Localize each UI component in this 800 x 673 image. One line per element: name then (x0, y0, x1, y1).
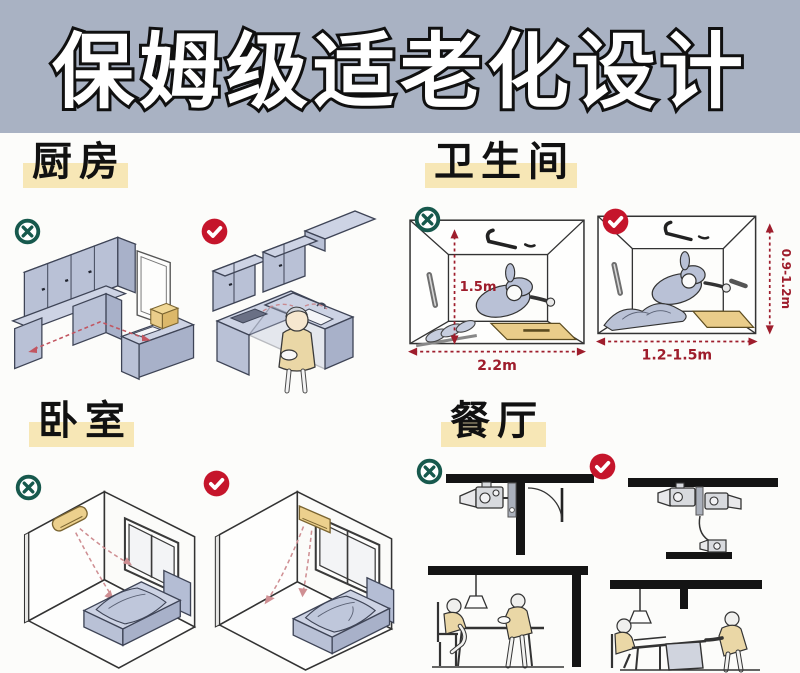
x-circle-icon (414, 206, 441, 233)
kitchen-wrong-illustration (10, 212, 205, 387)
check-circle-icon (203, 470, 230, 497)
upper-cabinets (211, 210, 377, 312)
short-path-arrows (262, 303, 328, 312)
dining-wrong-illustration (424, 456, 604, 673)
air-conditioner (298, 505, 331, 534)
seated-elder-figure (610, 618, 636, 669)
section-title-bedroom: 卧室 (29, 398, 134, 447)
section-label: 卫生间 (434, 139, 575, 185)
person-figure (278, 306, 316, 394)
check-circle-icon (201, 218, 228, 245)
bedroom-wrong-illustration (10, 465, 205, 670)
label-highlight (29, 422, 134, 447)
section-label: 厨房 (32, 139, 126, 185)
section-label: 卧室 (38, 398, 132, 444)
long-path-arrow (28, 321, 151, 353)
grab-bar-left (611, 261, 624, 296)
kitchen-right-illustration (205, 203, 400, 395)
upper-cabinets (22, 236, 137, 322)
window (314, 514, 381, 600)
section-title-dining: 餐厅 (441, 398, 546, 447)
person-reaching-figure (651, 251, 748, 305)
height-measure-arrow (450, 229, 459, 345)
towel-bar (485, 228, 536, 250)
label-highlight (441, 422, 546, 447)
perspective-table (631, 636, 707, 671)
width-measure-arrow (408, 347, 586, 356)
poster-title: 保姆级适老化设计 (49, 22, 748, 123)
section-title-kitchen: 厨房 (23, 139, 128, 188)
dining-side-view (428, 566, 588, 669)
grab-bar-left (426, 272, 439, 308)
bathroom-right-illustration: 0.9-1.2m 1.2-1.5m (596, 208, 794, 368)
section-label: 餐厅 (450, 398, 544, 444)
section-title-bathroom: 卫生间 (425, 139, 577, 188)
x-circle-icon (14, 218, 41, 245)
floor-plan-camera-at-door (446, 474, 594, 555)
check-circle-icon (589, 453, 616, 480)
height-measure-arrow (765, 223, 774, 335)
label-highlight (425, 163, 577, 188)
airflow-arrows (264, 526, 313, 605)
floor-mat (691, 310, 755, 329)
floor-mat (489, 322, 578, 341)
standing-elder-figure (497, 593, 533, 669)
check-circle-icon (602, 208, 629, 235)
fallen-person-figure (475, 263, 556, 318)
shower-curtain (603, 303, 687, 332)
dining-right-illustration (610, 456, 795, 673)
floor-plan-dual-cameras (628, 478, 778, 559)
measure-label-width: 2.2m (477, 358, 517, 374)
x-circle-icon (416, 458, 443, 485)
standing-elder-figure (704, 611, 748, 673)
width-measure-arrow (596, 337, 758, 346)
x-circle-icon (15, 474, 42, 501)
bed (82, 569, 192, 647)
dining-side-view (610, 580, 762, 673)
measure-label-width: 1.2-1.5m (642, 348, 713, 364)
measure-label-height: 0.9-1.2m (779, 249, 793, 310)
seated-elder-figure (436, 598, 467, 666)
measure-label-height: 1.5m (460, 280, 497, 295)
fallen-rolls (415, 319, 478, 348)
bathroom-wrong-illustration: 1.5m 2.2m (406, 212, 588, 374)
bedroom-right-illustration (205, 463, 405, 671)
header-band: 保姆级适老化设计 (0, 0, 800, 133)
towel-bar (663, 220, 710, 242)
label-highlight (23, 163, 128, 188)
box-on-counter (149, 302, 180, 330)
bed (291, 576, 395, 655)
air-conditioner (51, 505, 88, 532)
